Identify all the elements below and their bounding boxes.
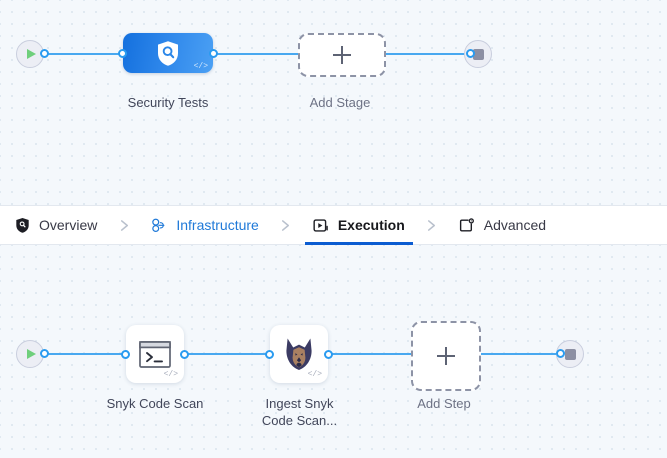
pipeline-end-node[interactable] xyxy=(464,40,492,68)
stage-canvas[interactable]: </> Security Tests Add Stage xyxy=(0,0,667,205)
tab-advanced[interactable]: Advanced xyxy=(455,206,550,244)
code-badge: </> xyxy=(163,370,178,379)
edge-add-step-to-end xyxy=(478,353,560,355)
edge-add-stage-to-end xyxy=(386,53,472,55)
port-ingest-in[interactable] xyxy=(264,349,274,359)
step-label-add-step: Add Step xyxy=(417,396,471,411)
add-stage-node[interactable] xyxy=(298,33,386,77)
step-label-line2: Code Scan... xyxy=(261,413,338,428)
tab-overview[interactable]: Overview xyxy=(10,206,101,244)
step-label-snyk-code-scan: Snyk Code Scan xyxy=(106,396,204,411)
tab-execution[interactable]: Execution xyxy=(304,206,413,245)
shield-icon xyxy=(14,217,31,234)
step-card[interactable]: </> xyxy=(270,325,328,383)
tab-label: Overview xyxy=(39,217,98,233)
shield-search-icon xyxy=(158,40,178,66)
tab-separator xyxy=(101,206,147,244)
edge-ingest-to-add-step xyxy=(332,353,412,355)
port-step-start-out[interactable] xyxy=(40,348,49,358)
step-label-ingest-snyk-code-scan: Ingest Snyk Code Scan... xyxy=(237,395,362,429)
port-security-tests-out[interactable] xyxy=(208,48,218,58)
add-step-node[interactable] xyxy=(411,321,481,391)
chevron-right-icon xyxy=(428,219,436,231)
plus-icon xyxy=(333,46,351,64)
port-ingest-out[interactable] xyxy=(323,349,333,359)
tab-separator xyxy=(409,206,455,244)
add-stage-button[interactable] xyxy=(298,33,386,77)
snyk-doberman-icon xyxy=(286,338,312,370)
chevron-right-icon xyxy=(282,219,290,231)
cluster-nodes-icon xyxy=(151,217,168,234)
edge-start-to-snyk-code-scan xyxy=(44,353,126,355)
chevron-right-icon xyxy=(120,219,128,231)
step-node-snyk-code-scan[interactable]: </> xyxy=(120,325,189,383)
step-canvas[interactable]: </> Snyk Code Scan </> xyxy=(0,245,667,458)
play-icon xyxy=(27,49,36,59)
port-snyk-code-scan-in[interactable] xyxy=(120,349,130,359)
stop-icon xyxy=(564,348,576,360)
tab-label: Infrastructure xyxy=(176,217,259,233)
tab-label: Execution xyxy=(337,217,405,233)
add-step-button[interactable] xyxy=(411,321,481,391)
edge-start-to-security-tests xyxy=(44,53,122,55)
pipeline-start-node[interactable] xyxy=(16,40,44,68)
step-label-line1: Ingest Snyk xyxy=(265,396,334,411)
stage-label-add-stage: Add Stage xyxy=(309,95,371,110)
tab-infrastructure[interactable]: Infrastructure xyxy=(147,206,262,244)
code-badge: </> xyxy=(193,62,208,71)
port-security-tests-in[interactable] xyxy=(117,48,127,58)
port-end-in[interactable] xyxy=(466,48,475,58)
port-snyk-code-scan-out[interactable] xyxy=(179,349,189,359)
window-gear-icon xyxy=(459,217,476,234)
terminal-icon xyxy=(139,340,171,368)
step-node-ingest-snyk-code-scan[interactable]: </> xyxy=(264,325,333,383)
stage-label-security-tests: Security Tests xyxy=(127,95,209,110)
code-badge: </> xyxy=(307,370,322,379)
play-icon xyxy=(27,349,36,359)
step-card[interactable]: </> xyxy=(126,325,184,383)
stage-node-security-tests[interactable]: </> xyxy=(117,33,218,73)
edge-security-tests-to-add-stage xyxy=(212,53,302,55)
port-start-out[interactable] xyxy=(40,48,49,58)
tab-label: Advanced xyxy=(483,217,547,233)
pipeline-tabbar[interactable]: Overview Infrastructure xyxy=(0,205,667,245)
tab-separator xyxy=(263,206,309,244)
stop-icon xyxy=(472,48,484,60)
play-box-icon xyxy=(313,217,330,234)
stage-card[interactable]: </> xyxy=(123,33,213,73)
edge-snyk-code-scan-to-ingest xyxy=(188,353,270,355)
plus-icon xyxy=(437,347,455,365)
port-step-end-in[interactable] xyxy=(556,348,565,358)
